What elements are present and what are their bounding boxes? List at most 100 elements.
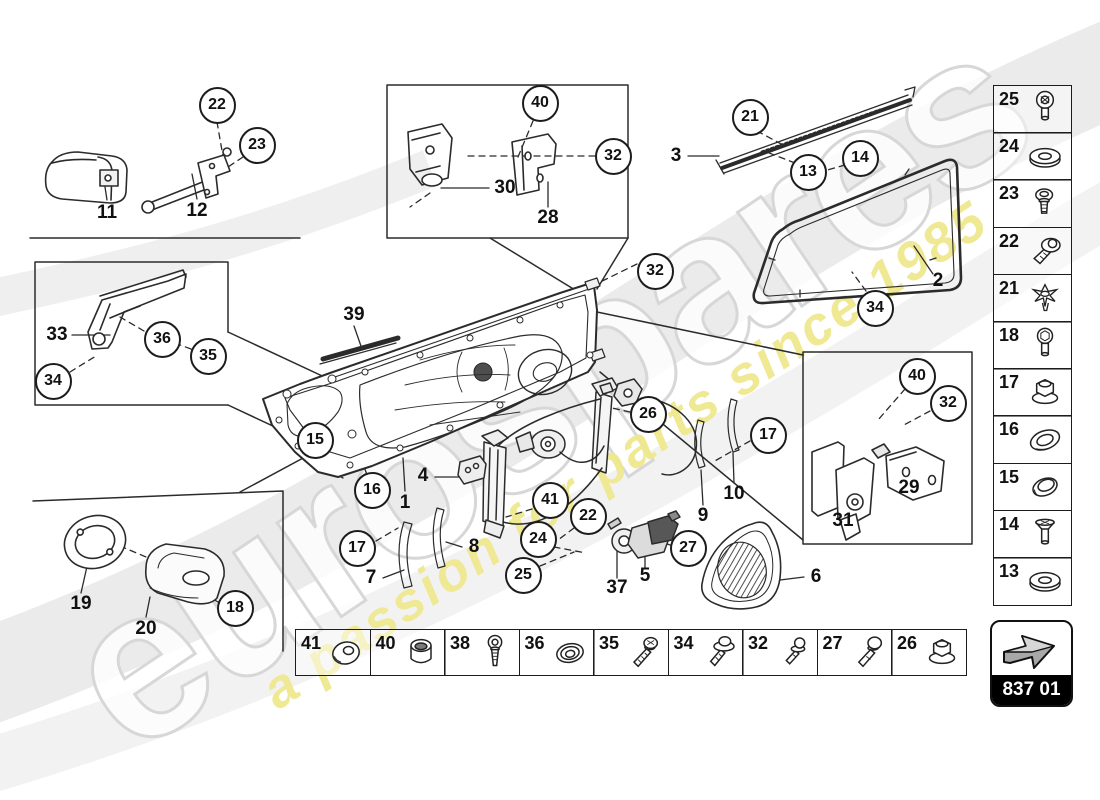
bottom-part-cell-26[interactable]: 26 bbox=[891, 629, 968, 676]
part-label-39: 39 bbox=[343, 304, 365, 325]
washer-screw-icon bbox=[697, 633, 741, 673]
sidebar-part-cell-24[interactable]: 24 bbox=[993, 132, 1072, 182]
callout-34[interactable]: 34 bbox=[856, 289, 894, 327]
part-number: 40 bbox=[375, 633, 396, 653]
part-number: 25 bbox=[999, 89, 1020, 109]
sidebar-part-cell-18[interactable]: 18 bbox=[993, 321, 1072, 370]
part-label-5: 5 bbox=[639, 565, 651, 586]
part-label-29: 29 bbox=[898, 477, 920, 498]
callout-27[interactable]: 27 bbox=[669, 529, 707, 567]
callout-32[interactable]: 32 bbox=[929, 384, 967, 422]
callout-number: 18 bbox=[226, 599, 244, 616]
part-number: 34 bbox=[673, 633, 694, 653]
callout-number: 27 bbox=[679, 539, 697, 556]
callout-number: 21 bbox=[741, 108, 759, 125]
callout-41[interactable]: 41 bbox=[531, 481, 569, 519]
bottom-part-cell-36[interactable]: 36 bbox=[518, 629, 595, 676]
direction-arrow-icon bbox=[1003, 635, 1055, 669]
hex-flange-nut-icon bbox=[920, 633, 964, 673]
callout-32[interactable]: 32 bbox=[636, 252, 674, 290]
part-number: 26 bbox=[897, 633, 918, 653]
callout-17[interactable]: 17 bbox=[338, 529, 376, 567]
sidebar-part-cell-21[interactable]: 21 bbox=[993, 273, 1072, 323]
callout-number: 41 bbox=[541, 491, 559, 508]
callout-32[interactable]: 32 bbox=[594, 137, 632, 175]
part-label-37: 37 bbox=[606, 577, 628, 598]
sidebar-part-cell-16[interactable]: 16 bbox=[993, 415, 1072, 465]
bottom-part-cell-32[interactable]: 32 bbox=[742, 629, 819, 676]
callout-18[interactable]: 18 bbox=[216, 589, 254, 627]
bezel-ring-icon bbox=[1023, 420, 1067, 460]
callout-36[interactable]: 36 bbox=[143, 320, 181, 358]
sidebar-part-cell-17[interactable]: 17 bbox=[993, 368, 1072, 418]
callout-22[interactable]: 22 bbox=[569, 497, 607, 535]
callout-number: 22 bbox=[208, 96, 226, 113]
socket-head-bolt-icon bbox=[1023, 325, 1067, 365]
part-number: 22 bbox=[999, 230, 1020, 251]
part-number: 32 bbox=[748, 633, 769, 653]
grommet-icon bbox=[548, 633, 592, 673]
part-label-7: 7 bbox=[365, 567, 377, 588]
part-label-9: 9 bbox=[697, 505, 709, 526]
part-number: 15 bbox=[999, 466, 1020, 487]
part-label-12: 12 bbox=[186, 200, 208, 221]
callout-number: 17 bbox=[348, 539, 366, 556]
part-number: 16 bbox=[999, 419, 1020, 440]
bottom-part-cell-38[interactable]: 38 bbox=[444, 629, 521, 676]
callout-40[interactable]: 40 bbox=[898, 357, 936, 395]
shoulder-screw-icon bbox=[1023, 231, 1067, 271]
callout-22[interactable]: 22 bbox=[198, 86, 236, 124]
button-head-screw-icon bbox=[1023, 184, 1067, 224]
sidebar-part-cell-22[interactable]: 22 bbox=[993, 226, 1072, 276]
callout-34[interactable]: 34 bbox=[34, 362, 72, 400]
ball-stud-screw-icon bbox=[771, 633, 815, 673]
callout-14[interactable]: 14 bbox=[841, 139, 879, 177]
callout-number: 40 bbox=[908, 367, 926, 384]
callout-15[interactable]: 15 bbox=[296, 421, 334, 459]
part-number: 13 bbox=[999, 561, 1020, 581]
callout-17[interactable]: 17 bbox=[749, 416, 787, 454]
part-number: 27 bbox=[822, 633, 843, 653]
callout-25[interactable]: 25 bbox=[504, 556, 542, 594]
bottom-part-cell-40[interactable]: 40 bbox=[369, 629, 446, 676]
self-tapping-screw-icon bbox=[622, 633, 666, 673]
sidebar-part-cell-13[interactable]: 13 bbox=[993, 557, 1072, 606]
callout-13[interactable]: 13 bbox=[789, 153, 827, 191]
callout-40[interactable]: 40 bbox=[521, 84, 559, 122]
callout-number: 22 bbox=[579, 507, 597, 524]
bottom-part-cell-27[interactable]: 27 bbox=[816, 629, 893, 676]
disc-washer-icon bbox=[324, 633, 368, 673]
callout-24[interactable]: 24 bbox=[519, 520, 557, 558]
part-number: 21 bbox=[999, 277, 1020, 298]
part-group-code: 837 01 bbox=[992, 675, 1071, 705]
callout-number: 17 bbox=[759, 426, 777, 443]
bushing-icon bbox=[399, 633, 443, 673]
callout-number: 32 bbox=[646, 262, 664, 279]
part-label-2: 2 bbox=[932, 270, 944, 291]
bottom-part-cell-35[interactable]: 35 bbox=[593, 629, 670, 676]
sidebar-part-cell-23[interactable]: 23 bbox=[993, 179, 1072, 229]
sidebar-part-cell-14[interactable]: 14 bbox=[993, 509, 1072, 559]
callout-number: 32 bbox=[604, 147, 622, 164]
part-group-badge[interactable]: 837 01 bbox=[990, 620, 1073, 707]
callout-23[interactable]: 23 bbox=[238, 126, 276, 164]
part-number: 24 bbox=[999, 136, 1020, 157]
part-label-4: 4 bbox=[417, 465, 429, 486]
countersunk-screw-icon bbox=[1023, 514, 1067, 554]
callout-26[interactable]: 26 bbox=[629, 395, 667, 433]
callout-number: 13 bbox=[799, 163, 817, 180]
part-number: 23 bbox=[999, 183, 1020, 204]
callout-number: 35 bbox=[199, 347, 217, 364]
bottom-part-cell-41[interactable]: 41 bbox=[295, 629, 372, 676]
callout-16[interactable]: 16 bbox=[353, 471, 391, 509]
part-label-3: 3 bbox=[670, 145, 682, 166]
flat-washer-icon bbox=[1023, 561, 1067, 601]
callout-35[interactable]: 35 bbox=[189, 337, 227, 375]
callout-21[interactable]: 21 bbox=[731, 98, 769, 136]
part-label-30: 30 bbox=[494, 177, 516, 198]
bottom-part-cell-34[interactable]: 34 bbox=[667, 629, 744, 676]
sidebar-part-cell-25[interactable]: 25 bbox=[993, 85, 1072, 134]
sidebar-part-cell-15[interactable]: 15 bbox=[993, 462, 1072, 512]
part-number: 36 bbox=[524, 633, 545, 653]
